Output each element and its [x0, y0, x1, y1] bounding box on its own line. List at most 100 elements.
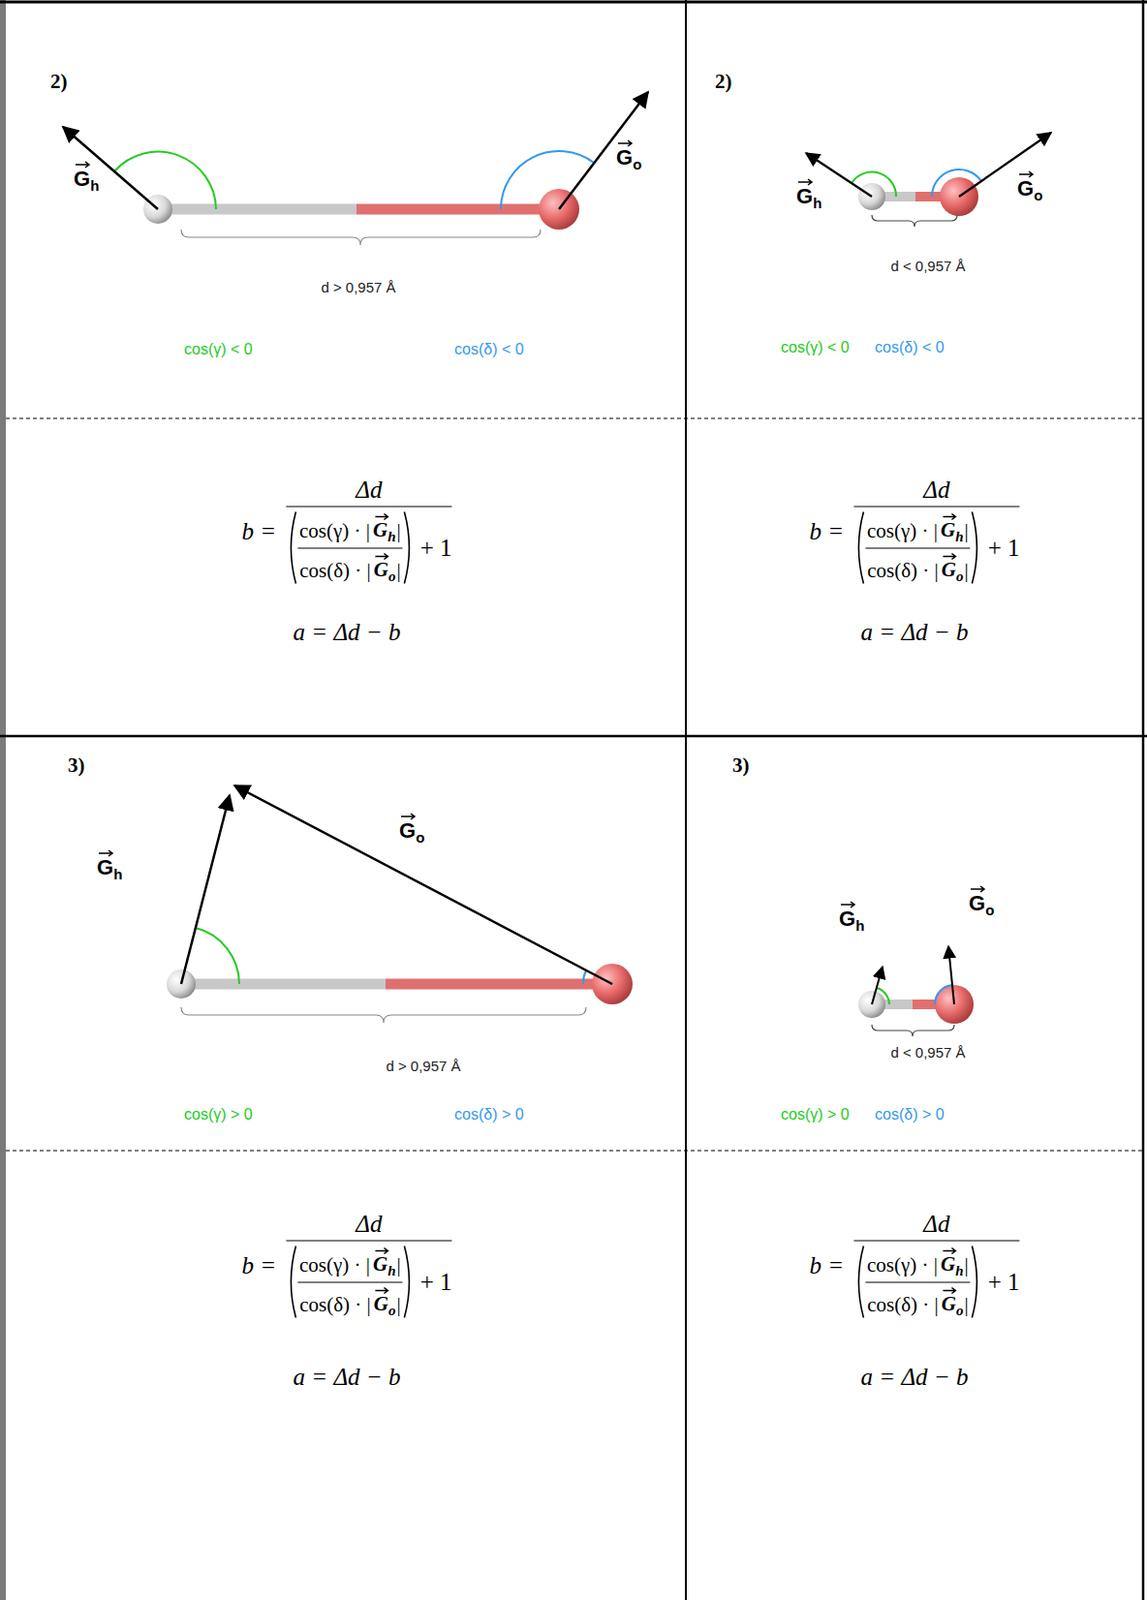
vector-term: Gh	[372, 517, 397, 545]
fraction-part: cos(γ) · |Gh|cos(δ) · |Go|+ 1	[285, 1244, 453, 1321]
formula-text: a = Δd − b	[293, 1364, 402, 1392]
fraction-part: cos(δ) · |Go|	[865, 551, 970, 585]
formula-text: cos(γ) · |	[867, 1253, 938, 1278]
fraction-part: cos(γ) · |Gh|	[865, 511, 971, 545]
vector-term: Go	[373, 557, 397, 585]
cos-gamma-label: cos(γ) > 0	[780, 1106, 850, 1124]
molecule-short	[858, 946, 974, 1037]
vector-subscript: h	[387, 1262, 396, 1278]
fraction: cos(γ) · |Gh|cos(δ) · |Go|	[865, 1245, 971, 1319]
vector-name: G	[372, 517, 388, 542]
formula-text: b =	[808, 517, 844, 545]
formula-text: Δd	[923, 1210, 950, 1239]
vector-arrow	[373, 1246, 389, 1255]
formula-text: |	[963, 1293, 968, 1318]
parenthesis	[285, 1244, 298, 1321]
fraction-part: cos(γ) · |Gh| cos(δ) · |Go| + 1	[285, 510, 453, 587]
molecule-long	[166, 785, 633, 1023]
vector-name: G	[96, 855, 114, 881]
vector-arrow	[942, 1286, 958, 1295]
formula-text: + 1	[420, 534, 453, 562]
vector-subscript: o	[415, 829, 425, 846]
formula: b =Δdcos(γ) · |Gh|cos(δ) · |Go|+ 1	[241, 1210, 452, 1321]
formula-text: Δd	[355, 1210, 382, 1239]
formula-text: + 1	[988, 534, 1021, 562]
formula-text: |	[396, 1293, 401, 1318]
formula-text: cos(γ) · |	[299, 1253, 371, 1278]
formula-text: |	[964, 519, 969, 544]
vector-subscript: h	[955, 1262, 963, 1278]
distance-label: d < 0,957 Å	[890, 257, 965, 275]
parenthesis	[970, 510, 983, 587]
vector-subscript: h	[812, 194, 822, 212]
fraction: Δdcos(γ) · |Gh|cos(δ) · |Go|+ 1	[285, 1210, 453, 1321]
vector-name: G	[838, 906, 856, 932]
vector-name: G	[399, 818, 416, 844]
vector-arrow	[617, 139, 633, 148]
fraction-bar	[865, 1281, 971, 1283]
vector-term: Gh	[940, 1251, 964, 1279]
vector-label: Go	[399, 818, 425, 846]
formula-text: a = Δd − b	[861, 619, 969, 647]
vector-name: G	[73, 166, 91, 192]
vector-arrow	[1018, 170, 1034, 179]
parenthesis	[853, 1244, 866, 1321]
vector-arrow	[374, 1286, 390, 1295]
fraction-part: cos(δ) · |Go|	[297, 1285, 403, 1319]
fraction-part: cos(γ) · |Gh|cos(δ) · |Go| + 1	[853, 510, 1021, 587]
cos-delta-label: cos(δ) < 0	[454, 341, 525, 359]
fraction-part: cos(δ) · |Go|	[865, 1285, 970, 1319]
vector-arrow	[941, 1246, 957, 1255]
distance-label: d > 0,957 Å	[320, 279, 396, 296]
molecule-long	[62, 92, 649, 246]
formula-text: cos(δ) · |	[299, 1293, 372, 1318]
parenthesis	[403, 1244, 415, 1321]
formula-text: |	[964, 1253, 969, 1278]
fraction: cos(γ) · |Gh|cos(δ) · |Go|	[865, 511, 971, 585]
vector-label: Gh	[796, 184, 822, 212]
fraction: cos(γ) · |Gh|cos(δ) · |Go|	[297, 1245, 403, 1319]
cos-delta-label: cos(δ) > 0	[454, 1106, 525, 1124]
fraction-part: cos(δ) · |Go|	[297, 551, 403, 585]
cos-delta-label: cos(δ) < 0	[874, 339, 945, 357]
fraction-bar	[285, 506, 453, 508]
fraction-bar	[853, 1240, 1021, 1242]
parenthesis	[285, 510, 298, 587]
case-number: 3)	[732, 753, 750, 778]
vector-arrow	[74, 160, 91, 169]
parenthesis	[403, 510, 415, 587]
formula: b =Δdcos(γ) · |Gh|cos(δ) · |Go|+ 1	[808, 476, 1020, 587]
vector-subscript: o	[388, 567, 397, 584]
fraction-bar	[297, 547, 403, 549]
vector-name: G	[941, 557, 957, 582]
vector-label: Gh	[838, 906, 865, 934]
vector-subscript: h	[113, 866, 123, 883]
vector-name: G	[372, 1251, 388, 1276]
formula-text: cos(γ) · |	[867, 519, 938, 544]
cos-gamma-label: cos(γ) < 0	[780, 339, 850, 357]
molecule-short	[806, 132, 1052, 227]
formula-text: + 1	[988, 1269, 1021, 1297]
formula: b =Δdcos(γ) · |Gh|cos(δ) · |Go|+ 1	[808, 1210, 1020, 1321]
formula-text: |	[397, 1253, 402, 1278]
vector-arrow	[797, 178, 813, 186]
vector-name: G	[1017, 176, 1034, 202]
formula-text: b =	[241, 1251, 277, 1279]
vector-arrow	[942, 552, 958, 560]
formula-text: a = Δd − b	[861, 1364, 969, 1392]
cos-gamma-label: cos(γ) > 0	[184, 1106, 253, 1124]
vector-term: Go	[941, 557, 964, 585]
vector-name: G	[940, 517, 956, 542]
vector-subscript: o	[956, 567, 964, 584]
parenthesis	[970, 1244, 983, 1321]
vector-name: G	[941, 1291, 957, 1316]
formula-text: |	[963, 558, 968, 584]
case-number: 2)	[714, 69, 733, 94]
vector-subscript: o	[388, 1302, 397, 1318]
vector-arrow	[374, 552, 390, 560]
fraction-part: cos(γ) · |Gh|	[297, 511, 403, 545]
vector-arrow	[97, 849, 114, 858]
cos-gamma-label: cos(γ) < 0	[184, 341, 253, 359]
fraction-part: cos(γ) · |Gh|	[297, 1245, 403, 1279]
